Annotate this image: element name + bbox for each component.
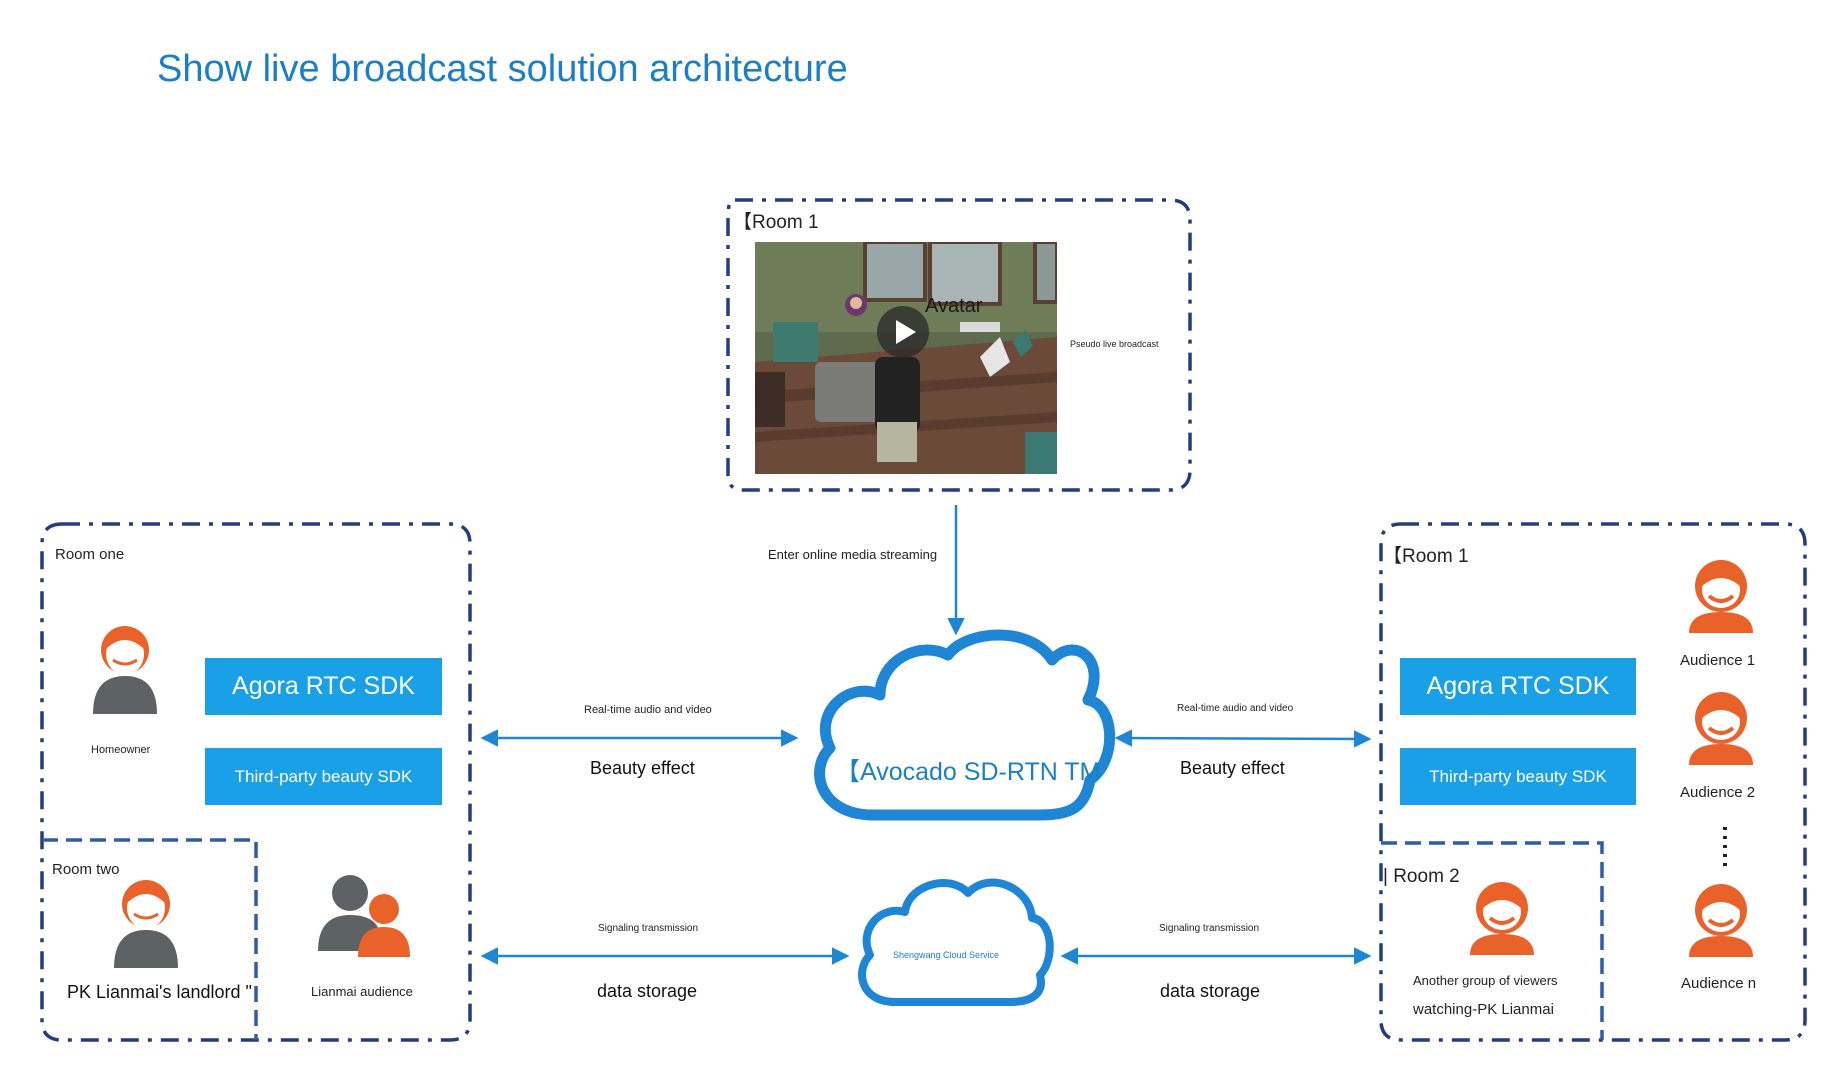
left-room-frame — [40, 522, 472, 1042]
audience-2-icon — [1689, 692, 1753, 765]
audience-n-icon — [1689, 884, 1753, 957]
video-scene: Avatar — [755, 242, 1057, 474]
top-room-label: 【Room 1 — [733, 212, 819, 233]
audience-1-icon — [1689, 560, 1753, 633]
right-subroom-label: | Room 2 — [1383, 866, 1460, 887]
audience-1-label: Audience 1 — [1680, 652, 1756, 669]
pk-landlord-icon — [114, 880, 178, 968]
service-cloud-label: Shengwang Cloud Service — [893, 950, 1000, 960]
left-rt-label: Real-time audio and video — [584, 704, 712, 716]
left-agora-sdk-box: Agora RTC SDK — [205, 658, 442, 715]
video-preview[interactable]: Avatar — [755, 242, 1057, 474]
audience-n-label: Audience n — [1681, 975, 1757, 992]
stream-label: Enter online media streaming — [768, 547, 938, 562]
left-subroom-frame — [42, 838, 258, 1040]
right-room-label: 【Room 1 — [1383, 546, 1469, 567]
rtn-cloud-icon — [814, 629, 1116, 821]
right-room-frame — [1379, 522, 1807, 1042]
top-room-side-note: Pseudo live broadcast — [1070, 339, 1159, 349]
left-signal-label: Signaling transmission — [598, 923, 699, 934]
right-rt-label: Real-time audio and video — [1177, 703, 1294, 714]
homeowner-icon — [93, 626, 157, 714]
viewers-line-2: watching-PK Lianmai — [1413, 1001, 1554, 1018]
service-cloud-icon — [858, 878, 1054, 1006]
left-beauty-sdk-box: Third-party beauty SDK — [205, 748, 442, 805]
lianmai-audience-label: Lianmai audience — [311, 984, 413, 999]
rtn-cloud-label: 【Avocado SD-RTN TM — [835, 758, 1101, 786]
homeowner-label: Homeowner — [91, 744, 151, 756]
pk-landlord-label: PK Lianmai's landlord " — [67, 982, 252, 1002]
video-caption: Avatar — [925, 295, 983, 317]
right-rt-arrow — [1114, 729, 1372, 748]
left-storage-label: data storage — [597, 981, 698, 1001]
left-room-label: Room one — [55, 546, 125, 563]
right-signal-label: Signaling transmission — [1159, 923, 1260, 934]
right-beauty-label: Beauty effect — [1180, 758, 1285, 778]
page-title: Show live broadcast solution architectur… — [157, 48, 848, 90]
right-storage-label: data storage — [1160, 981, 1261, 1001]
top-room-frame — [726, 198, 1192, 492]
audience-2-label: Audience 2 — [1680, 784, 1756, 801]
right-agora-sdk-box: Agora RTC SDK — [1400, 658, 1636, 715]
lianmai-audience-icon — [318, 875, 410, 957]
right-beauty-sdk-box: Third-party beauty SDK — [1400, 748, 1636, 805]
viewers-group-icon — [1470, 882, 1534, 955]
play-icon — [896, 320, 916, 344]
left-beauty-label: Beauty effect — [590, 758, 695, 778]
viewers-line-1: Another group of viewers — [1413, 973, 1558, 988]
left-subroom-label: Room two — [52, 861, 120, 878]
right-subroom-frame — [1381, 841, 1604, 1040]
